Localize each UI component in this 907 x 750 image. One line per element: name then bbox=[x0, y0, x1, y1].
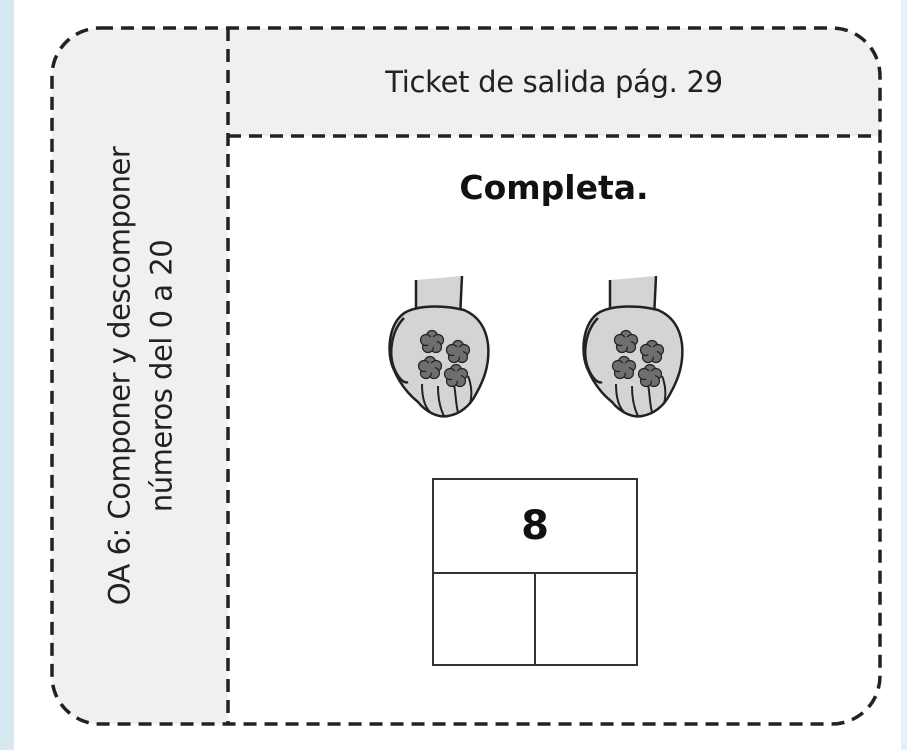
objective-line-1: OA 6: Componer y descomponer bbox=[102, 146, 137, 606]
number-bond-part-right[interactable] bbox=[536, 574, 636, 664]
sidebar-background bbox=[52, 28, 228, 724]
left-hand-icon bbox=[390, 276, 489, 416]
right-edge-strip bbox=[901, 0, 907, 750]
left-edge-strip bbox=[0, 0, 14, 750]
card-border bbox=[50, 26, 882, 726]
learning-objective-label: OA 6: Componer y descomponer números del… bbox=[52, 28, 228, 724]
number-bond-part-left[interactable] bbox=[434, 574, 536, 664]
objective-line-2: números del 0 a 20 bbox=[144, 239, 179, 513]
number-bond-box: 8 bbox=[432, 478, 638, 666]
ticket-title: Ticket de salida pág. 29 bbox=[385, 65, 723, 99]
two-hands-holding-flowers-icon bbox=[378, 272, 698, 442]
right-hand-icon bbox=[584, 276, 683, 416]
header-background bbox=[228, 28, 880, 136]
instruction-text: Completa. bbox=[459, 168, 649, 207]
number-bond-total: 8 bbox=[434, 480, 636, 574]
